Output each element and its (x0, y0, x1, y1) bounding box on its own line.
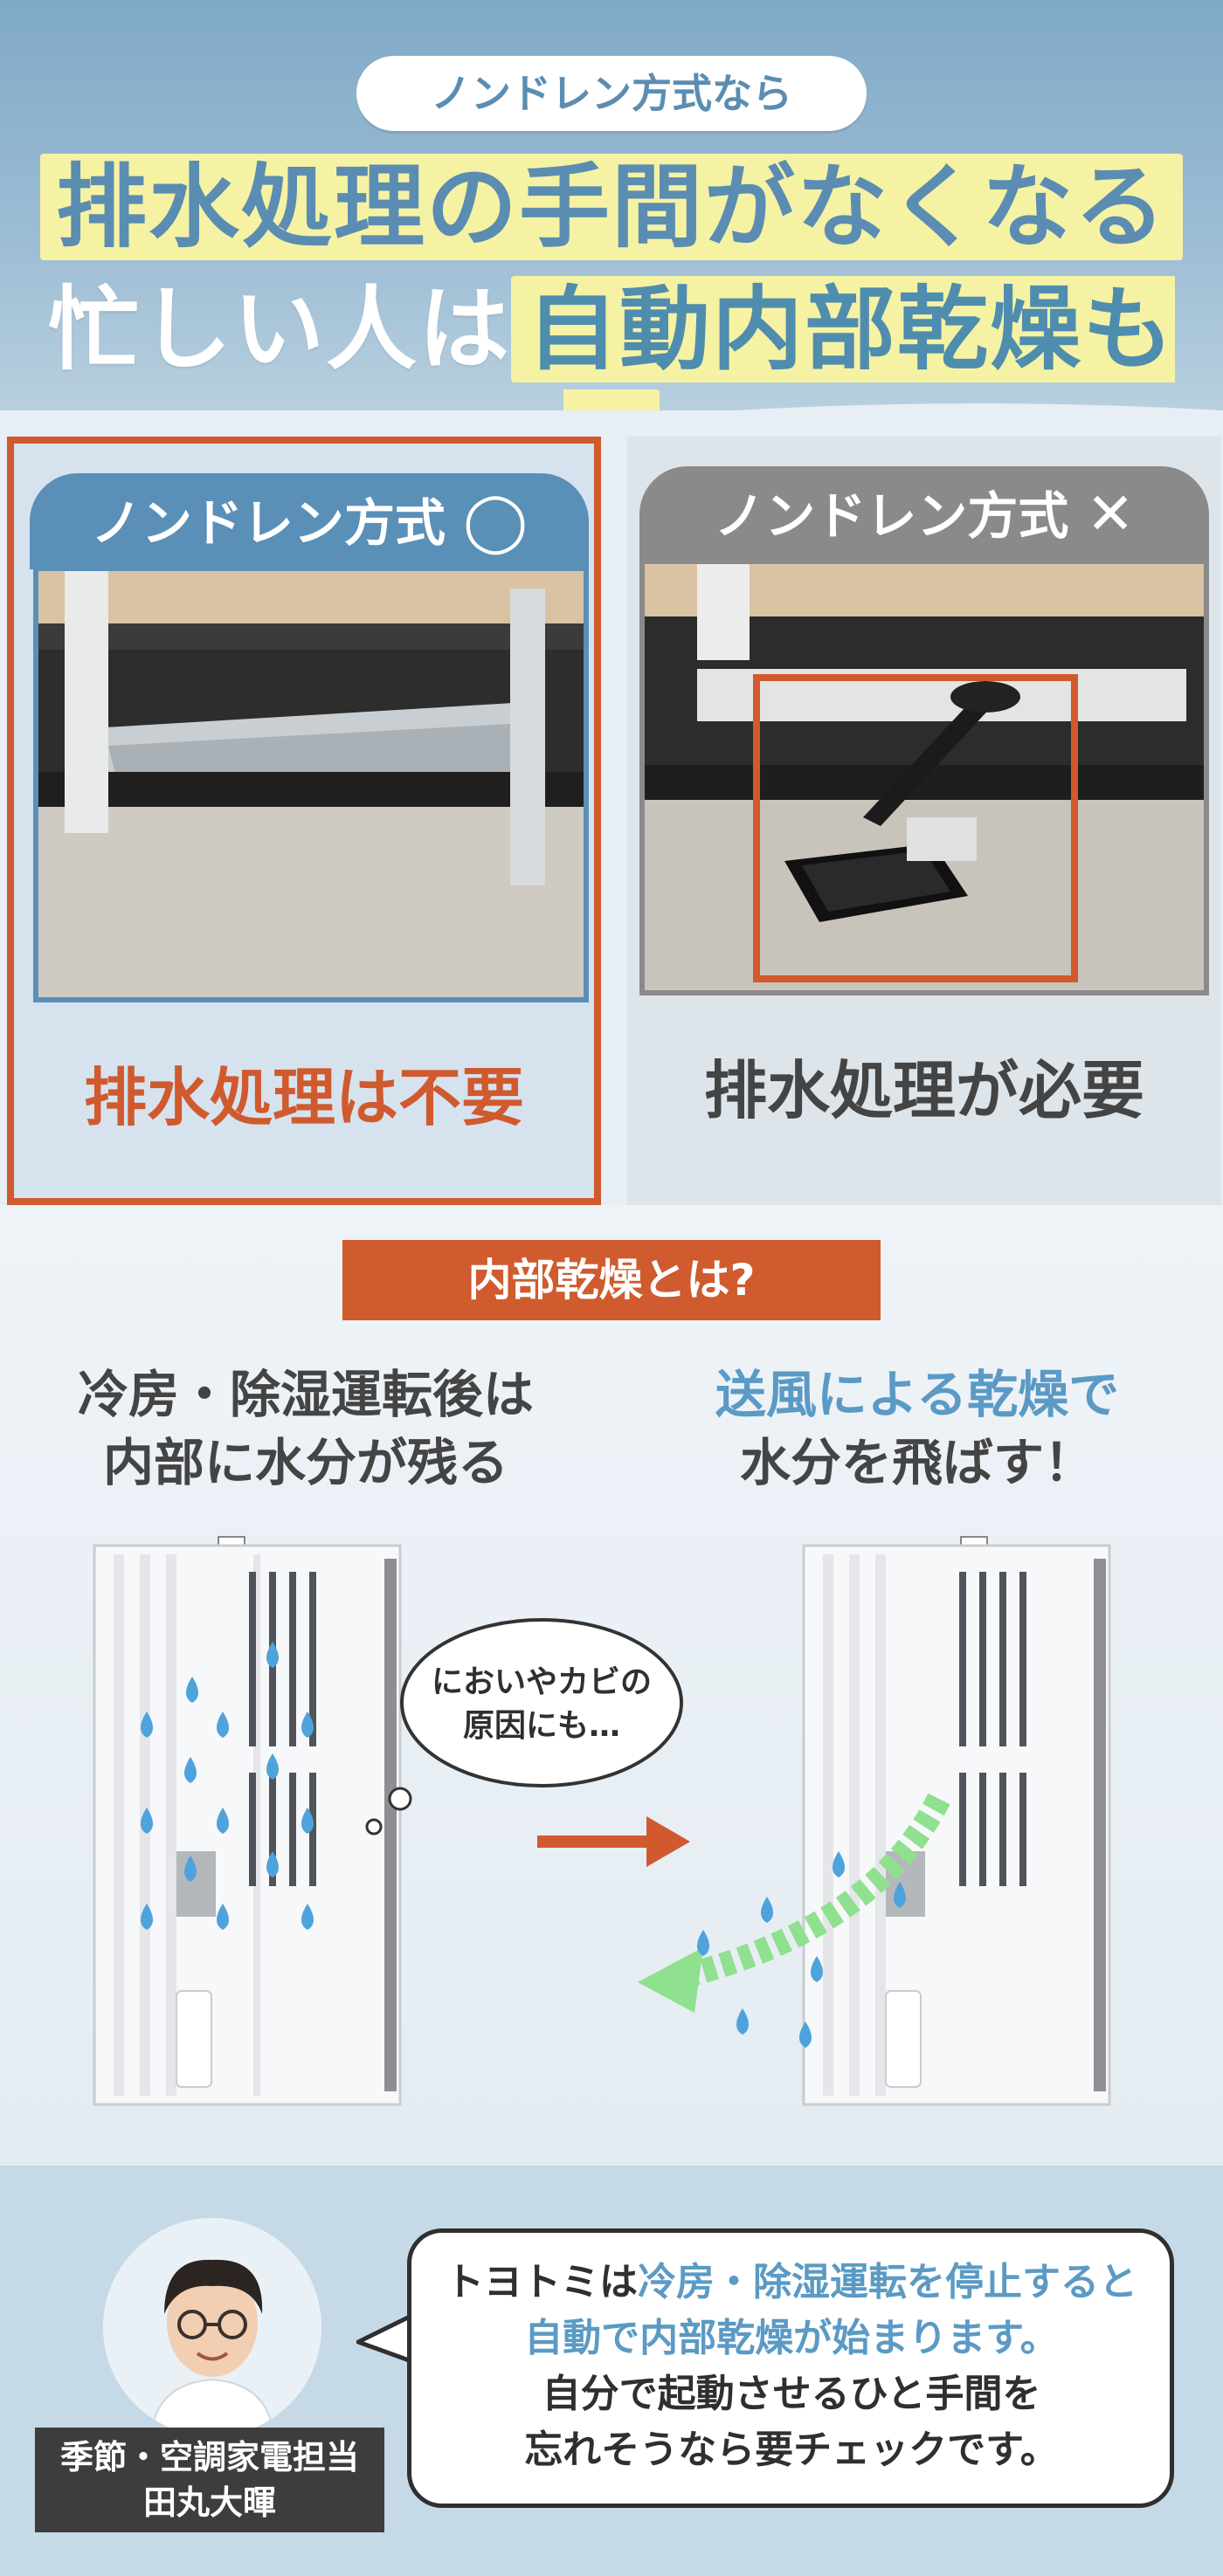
after-caption-line-1: 送風による乾燥で (715, 1365, 1120, 1424)
comment-brand: トヨトミは (446, 2260, 638, 2304)
headline-plain: 忙しい人は (47, 276, 511, 382)
thought-bubble (400, 1618, 683, 1787)
card-tag-label: ノンドレン方式 (714, 486, 1069, 546)
card-tag-bad: ノンドレン方式 ✕ (639, 466, 1209, 562)
comment-line-4: 忘れそうなら要チェックです。 (524, 2428, 1059, 2472)
arrow-right-icon (537, 1816, 690, 1867)
comment-highlight-1: 冷房・除湿運転を停止すると (638, 2260, 1137, 2304)
water-droplets (141, 1642, 314, 1930)
headline-highlight-1: 排水処理の手間がなくなる (39, 154, 1183, 260)
comment-line-3: 自分で起動させるひと手間を (542, 2372, 1041, 2416)
unit-drying-illustration (638, 1536, 1111, 2106)
staff-name-plate: 季節・空調家電担当 田丸大暉 (35, 2428, 384, 2532)
before-caption-line-1: 冷房・除湿運転後は (77, 1365, 534, 1424)
photo-drain-tray (639, 559, 1209, 995)
staff-comment-text: トヨトミは冷房・除湿運転を停止すると 自動で内部乾燥が始まります。 自分で起動さ… (433, 2255, 1150, 2478)
before-caption: 冷房・除湿運転後は 内部に水分が残る (35, 1360, 577, 1497)
photo-no-drain-tray (33, 566, 589, 1002)
staff-role: 季節・空調家電担当 (59, 2438, 359, 2476)
thought-line-2: 原因にも… (463, 1708, 620, 1744)
staff-name: 田丸大暉 (142, 2483, 276, 2522)
card-non-drain-yes: ノンドレン方式 ◯ 排水処理は不要 (7, 437, 601, 1205)
flying-droplets (697, 1851, 906, 2048)
avatar (103, 2218, 321, 2436)
header-pill: ノンドレン方式なら (356, 56, 867, 131)
card-tag-label: ノンドレン方式 (91, 493, 446, 553)
speech-bubble (407, 2228, 1174, 2508)
result-no-drain: 排水処理は不要 (83, 1061, 524, 1134)
before-caption-line-2: 内部に水分が残る (102, 1433, 508, 1492)
unit-wet-illustration: においやカビの 原因にも… (93, 1536, 690, 2106)
headline-line-1: 排水処理の手間がなくなる (0, 150, 1223, 264)
cross-mark-icon: ✕ (1086, 480, 1135, 548)
comment-line-2: 自動で内部乾燥が始まります。 (524, 2316, 1059, 2360)
after-caption: 送風による乾燥で 水分を飛ばす！ (646, 1360, 1188, 1497)
card-tag-good: ノンドレン方式 ◯ (30, 473, 589, 569)
thought-line-1: においやカビの (432, 1664, 652, 1700)
circle-mark-icon: ◯ (463, 487, 528, 554)
after-caption-line-2: 水分を飛ばす！ (739, 1433, 1095, 1492)
card-non-drain-no: ノンドレン方式 ✕ 排水処理が必要 (627, 437, 1221, 1205)
drying-title: 内部乾燥とは? (342, 1240, 881, 1320)
airflow-arrow (674, 1793, 950, 1990)
speech-bubble-tail (356, 2313, 414, 2364)
result-drain-needed: 排水処理が必要 (703, 1054, 1144, 1127)
comment-line-1: トヨトミは冷房・除湿運転を停止すると (433, 2255, 1150, 2311)
